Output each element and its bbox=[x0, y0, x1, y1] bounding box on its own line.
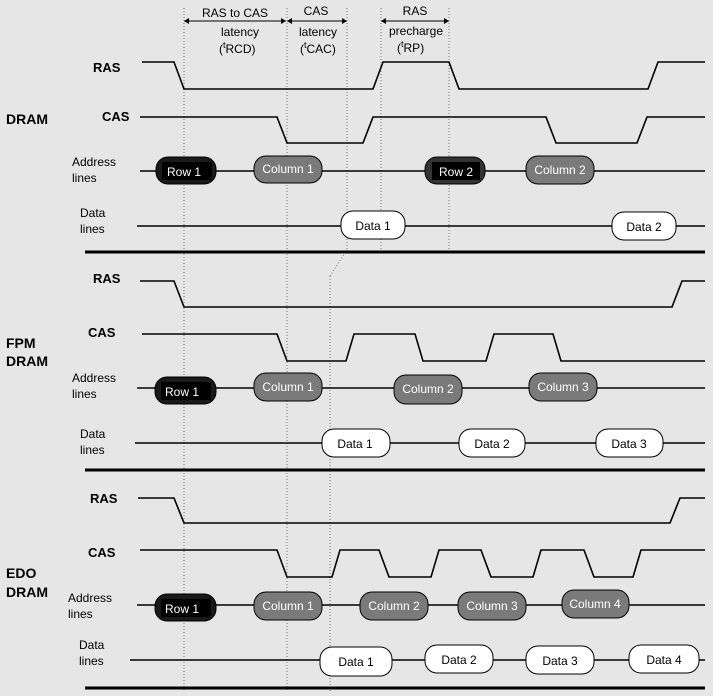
cas-label: CAS bbox=[102, 109, 130, 124]
data-pill: Data 2 bbox=[611, 211, 677, 241]
data-label-1: Data bbox=[80, 206, 106, 220]
data-label-1: Data bbox=[79, 638, 105, 652]
ras-label: RAS bbox=[93, 60, 121, 75]
cas-waveform bbox=[140, 116, 705, 144]
address-pill: Column 3 bbox=[528, 372, 598, 402]
rcd-label-3: (tRCD) bbox=[219, 40, 256, 56]
address-pill: Column 2 bbox=[393, 374, 463, 405]
address-label-2: lines bbox=[72, 171, 97, 185]
rcd-label-1: RAS to CAS bbox=[202, 6, 268, 20]
svg-text:Data 4: Data 4 bbox=[646, 653, 682, 667]
address-pill: Column 2 bbox=[359, 591, 429, 621]
svg-text:Column 4: Column 4 bbox=[569, 597, 621, 611]
svg-text:Data 1: Data 1 bbox=[338, 655, 374, 669]
address-pill: Row 1 bbox=[154, 593, 217, 622]
svg-text:Row 1: Row 1 bbox=[165, 602, 199, 616]
address-pill: Column 1 bbox=[253, 591, 323, 621]
ras-waveform bbox=[140, 280, 705, 308]
section-name: DRAM bbox=[6, 353, 48, 369]
cas-waveform bbox=[140, 549, 705, 578]
cac-label-3: (tCAC) bbox=[300, 40, 336, 56]
rp-label-2: precharge bbox=[389, 24, 443, 38]
data-label-2: lines bbox=[80, 222, 105, 236]
timing-annotations: RAS to CAS latency (tRCD) CAS latency (t… bbox=[184, 4, 449, 56]
svg-text:Row 1: Row 1 bbox=[165, 385, 199, 399]
section-name: EDO bbox=[6, 565, 36, 581]
rcd-label-2: latency bbox=[221, 25, 259, 39]
svg-text:Column 2: Column 2 bbox=[534, 163, 586, 177]
address-pill: Row 1 bbox=[155, 156, 217, 185]
cas-waveform bbox=[142, 333, 705, 362]
ras-label: RAS bbox=[93, 271, 121, 286]
address-pill: Column 1 bbox=[253, 372, 323, 402]
section-edo-dram: EDO DRAM RAS CAS Address lines Data line… bbox=[6, 491, 705, 677]
svg-text:Row 1: Row 1 bbox=[167, 165, 201, 179]
cac-label-1: CAS bbox=[304, 4, 329, 18]
address-pill: Column 3 bbox=[457, 591, 527, 621]
svg-text:Column 2: Column 2 bbox=[368, 599, 420, 613]
svg-text:Data 3: Data 3 bbox=[542, 654, 578, 668]
section-name: FPM bbox=[6, 335, 36, 351]
data-pill: Data 3 bbox=[595, 428, 664, 458]
ras-waveform bbox=[138, 497, 705, 524]
cas-label: CAS bbox=[88, 325, 116, 340]
svg-text:Data 3: Data 3 bbox=[611, 437, 647, 451]
address-pill: Column 2 bbox=[525, 155, 595, 185]
data-label-2: lines bbox=[79, 654, 104, 668]
data-pill: Data 1 bbox=[340, 210, 406, 240]
ras-waveform bbox=[142, 61, 705, 90]
section-dram: DRAM RAS CAS Address lines Data lines Ro… bbox=[6, 60, 705, 241]
address-label-2: lines bbox=[72, 387, 97, 401]
data-pill: Data 1 bbox=[319, 646, 393, 677]
address-label-1: Address bbox=[72, 371, 116, 385]
data-pill: Data 2 bbox=[424, 644, 494, 674]
data-pill: Data 1 bbox=[321, 428, 391, 458]
section-name: DRAM bbox=[6, 584, 48, 600]
section-name: DRAM bbox=[6, 111, 48, 127]
rp-label-1: RAS bbox=[403, 4, 428, 18]
svg-text:Column 2: Column 2 bbox=[402, 382, 454, 396]
address-pill: Row 2 bbox=[424, 156, 486, 185]
svg-text:Data 2: Data 2 bbox=[626, 220, 662, 234]
svg-text:Column 3: Column 3 bbox=[537, 380, 589, 394]
data-pill: Data 3 bbox=[525, 645, 595, 675]
section-fpm-dram: FPM DRAM RAS CAS Address lines Data line… bbox=[6, 271, 705, 458]
svg-text:Data 2: Data 2 bbox=[474, 437, 510, 451]
svg-text:Row 2: Row 2 bbox=[439, 165, 473, 179]
cas-label: CAS bbox=[88, 545, 116, 560]
address-label-1: Address bbox=[72, 155, 116, 169]
svg-text:Column 1: Column 1 bbox=[262, 599, 314, 613]
data-label-2: lines bbox=[80, 443, 105, 457]
data-pill: Data 2 bbox=[458, 428, 526, 458]
data-label-1: Data bbox=[80, 427, 106, 441]
guide-lines bbox=[183, 8, 450, 692]
rp-label-3: (tRP) bbox=[397, 39, 424, 55]
svg-text:Column 3: Column 3 bbox=[466, 599, 518, 613]
address-label-2: lines bbox=[68, 607, 93, 621]
svg-text:Data 1: Data 1 bbox=[337, 437, 373, 451]
data-pill: Data 4 bbox=[628, 644, 700, 674]
address-pill: Row 1 bbox=[154, 376, 217, 405]
cac-label-2: latency bbox=[299, 25, 337, 39]
address-label-1: Address bbox=[68, 591, 112, 605]
svg-text:Data 1: Data 1 bbox=[355, 219, 391, 233]
address-pill: Column 1 bbox=[253, 155, 323, 184]
address-pill: Column 4 bbox=[561, 589, 630, 619]
ras-label: RAS bbox=[90, 491, 118, 506]
svg-text:Data 2: Data 2 bbox=[441, 653, 477, 667]
svg-text:Column 1: Column 1 bbox=[262, 162, 314, 176]
svg-text:Column 1: Column 1 bbox=[262, 380, 314, 394]
